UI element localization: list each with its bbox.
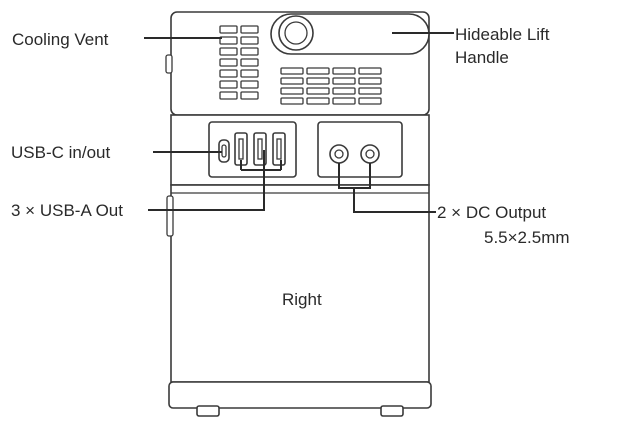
foot-left — [196, 405, 220, 417]
side-vent-grid — [280, 67, 382, 105]
label-usb-a: 3 × USB-A Out — [11, 201, 123, 220]
lift-handle — [270, 13, 430, 55]
lower-housing — [170, 184, 430, 383]
base-plate — [168, 381, 432, 409]
label-dc-line2: 5.5×2.5mm — [484, 228, 570, 247]
usb-port-box — [208, 121, 297, 178]
dc-port-box — [317, 121, 403, 178]
foot-right — [380, 405, 404, 417]
callout-lines — [144, 32, 454, 213]
cooling-vent-grid — [219, 25, 259, 100]
label-handle-line1: Hideable Lift — [455, 25, 550, 44]
label-usb-c: USB-C in/out — [11, 143, 110, 162]
label-cooling-vent: Cooling Vent — [12, 30, 109, 49]
label-side: Right — [282, 290, 322, 309]
side-lip — [166, 195, 174, 237]
label-dc-line1: 2 × DC Output — [437, 203, 546, 222]
label-handle-line2: Handle — [455, 48, 509, 67]
